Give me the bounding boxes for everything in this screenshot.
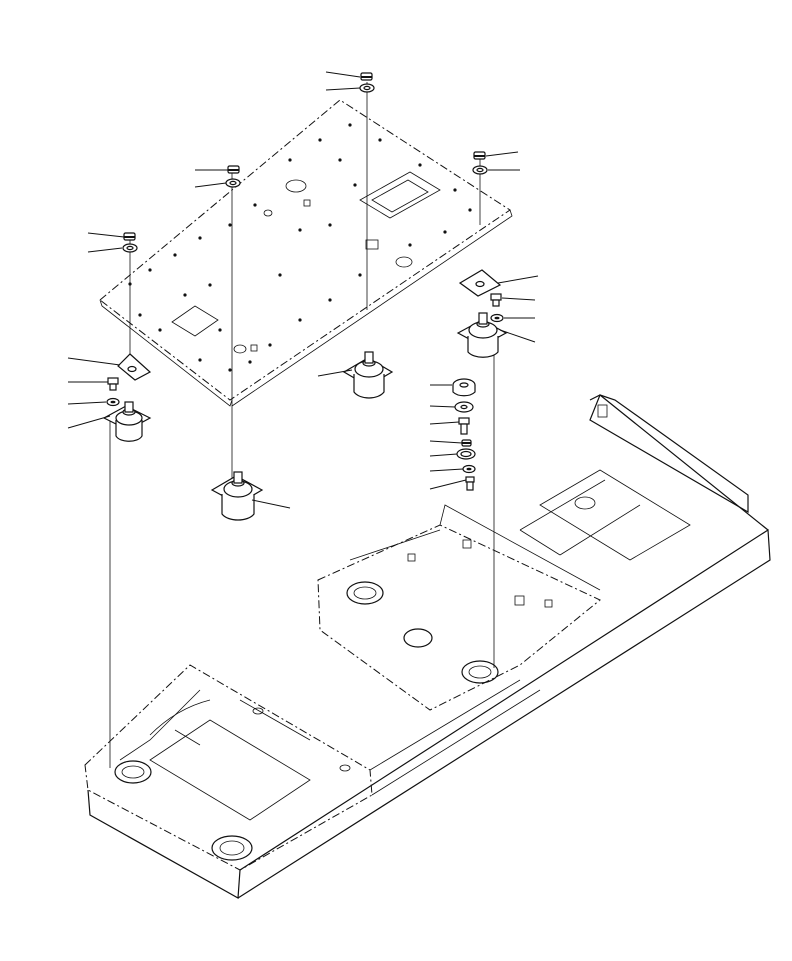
frame-bracket [407, 553, 416, 562]
frame-long-side-wall [237, 528, 771, 899]
leader-nut-left [87, 232, 125, 238]
frame-rear-end [589, 394, 769, 531]
washer [490, 313, 504, 323]
nut [227, 165, 240, 174]
stopper-cap [117, 353, 152, 381]
leader-mount-center [317, 369, 353, 377]
bolt [490, 293, 502, 307]
frame-bracket [462, 539, 472, 549]
leader-washer-center [429, 405, 456, 408]
frame-rear-rail-detail [519, 479, 641, 556]
floor-plate-bracket [365, 239, 379, 250]
leader-nut-center [429, 440, 463, 444]
assembly-centerlines [109, 82, 495, 768]
leader-washer-left-low [67, 401, 107, 405]
bolt [107, 377, 119, 391]
washer [462, 464, 476, 474]
bolt [458, 417, 470, 435]
frame-rear-rail-top [589, 394, 749, 514]
frame-bracket [597, 404, 608, 418]
nut [360, 72, 373, 81]
frame-mount-pocket-rear-right-bore [468, 665, 492, 679]
leader-nut-right [485, 151, 519, 157]
frame-bracket [514, 595, 525, 606]
frame-mount-pocket-front-left [114, 760, 152, 784]
floor-plate-raised-panel [359, 171, 441, 219]
leader-washer-mid [194, 182, 227, 188]
floor-plate-bolt-holes [128, 123, 472, 372]
frame-rear-rail-inner [539, 469, 691, 561]
leader-mount-left [67, 415, 111, 429]
leader-bolt-center [429, 421, 460, 425]
washer [456, 448, 476, 460]
washer [454, 401, 474, 413]
floor-plate-bracket [250, 344, 258, 352]
leader-stopper-right [497, 275, 539, 284]
frame-mount-pocket-rear-right [461, 660, 499, 684]
floor-plate [99, 99, 513, 407]
washer [359, 83, 375, 93]
leader-nut-top [325, 71, 361, 78]
frame-mount-pocket-front-right-bore [353, 586, 377, 600]
callout-leaders [67, 71, 539, 509]
bolt [465, 476, 475, 491]
frame-center-beam [369, 679, 541, 796]
nut [461, 439, 472, 447]
washer [472, 165, 488, 175]
washer [122, 243, 138, 253]
leader-mount-front [251, 499, 291, 509]
frame-small-hole [339, 764, 351, 772]
leader-washer-top [325, 87, 361, 91]
leader-washer-center-3 [429, 468, 464, 472]
revolving-frame [84, 394, 771, 899]
frame-mount-pocket-rear-left-bore [219, 840, 245, 856]
frame-front-gusset [149, 699, 211, 746]
frame-front-deck-outline [84, 664, 373, 871]
frame-mount-pocket-rear-left [211, 835, 253, 861]
washer [225, 178, 241, 188]
frame-middle-deck-outline [317, 524, 601, 711]
frame-front-rib [119, 689, 311, 761]
leader-mount-right [499, 329, 536, 343]
floor-plate-hole [263, 209, 273, 217]
leader-washer-center-2 [429, 453, 458, 457]
frame-front-side-wall [87, 789, 241, 899]
nut [123, 232, 136, 241]
frame-bracket [544, 599, 553, 608]
leader-bolt-center-2 [429, 479, 467, 490]
nut [473, 151, 486, 160]
leader-stopper-left [67, 357, 121, 366]
floor-plate-edge [99, 209, 513, 407]
leader-washer-left [87, 247, 123, 253]
mount-center [342, 351, 394, 399]
floor-plate-pedal-cutout [171, 305, 219, 337]
stopper-cap [452, 378, 476, 397]
frame-front-pocket [149, 719, 311, 821]
floor-plate-bracket [303, 199, 311, 207]
frame-mount-pocket-front-left-bore [121, 765, 145, 779]
mount-front-left [102, 401, 152, 442]
frame-rear-hole [574, 496, 596, 510]
floor-plate-raised-panel-inner [371, 179, 429, 213]
frame-center-hole [403, 628, 433, 648]
floor-plate-hole [395, 256, 413, 268]
floor-plate-outline [99, 99, 511, 401]
stopper-cap [458, 269, 502, 297]
frame-small-hole [252, 707, 264, 715]
mount-rear-right [456, 312, 508, 358]
frame-middle-deck-rib [349, 504, 601, 591]
mount-front-center [210, 471, 264, 521]
frame-mount-pocket-front-right [346, 581, 384, 605]
floor-plate-hole [285, 179, 307, 193]
leader-bolt-right [501, 297, 536, 301]
floor-plate-hole [233, 344, 247, 354]
washer [106, 397, 120, 407]
